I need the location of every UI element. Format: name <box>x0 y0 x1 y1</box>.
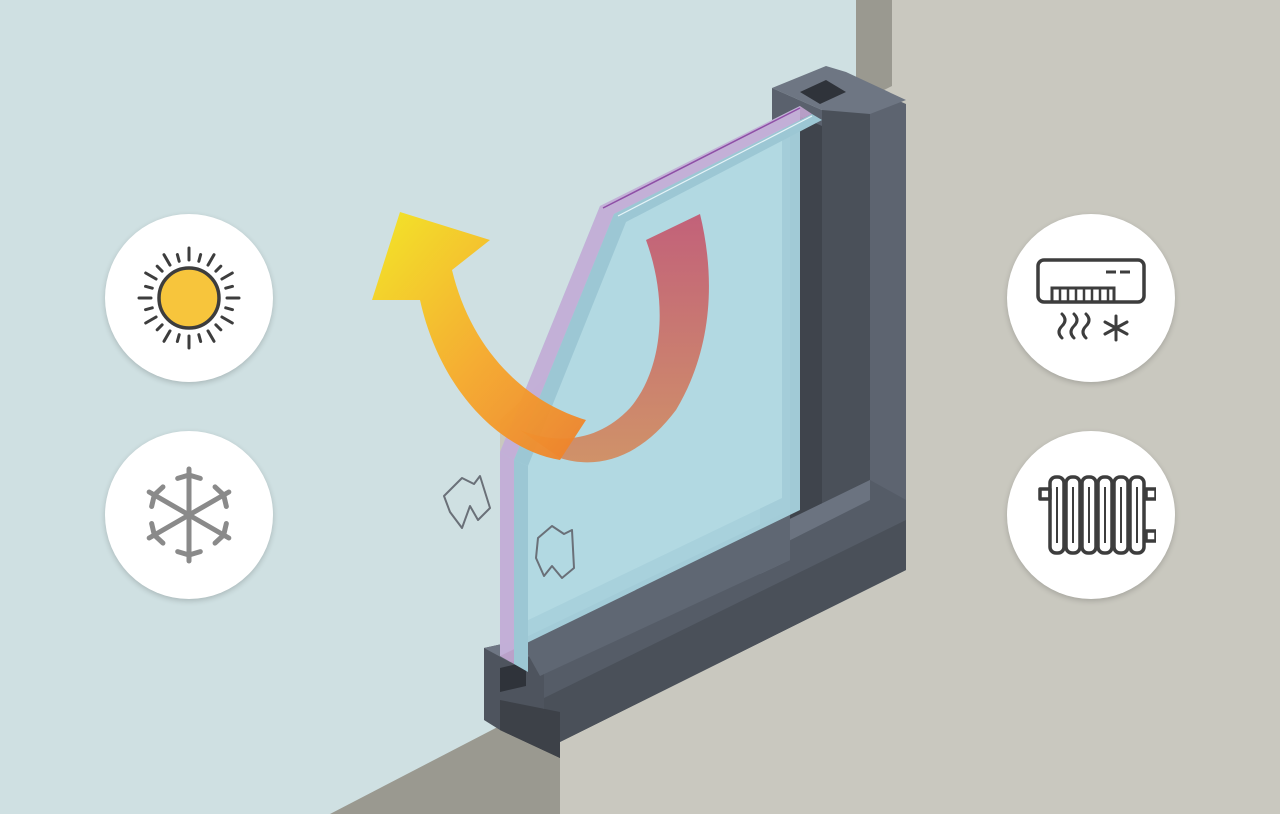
air-conditioner-badge <box>1007 214 1175 382</box>
wall-edge-top <box>856 0 892 104</box>
heat-ribbon-icon <box>520 214 709 463</box>
reflected-heat-arrow-icon <box>372 212 586 460</box>
air-conditioner-icon <box>1036 258 1146 342</box>
snowflake-icon <box>146 466 232 564</box>
radiator-badge <box>1007 431 1175 599</box>
convection-arrow-icon <box>443 475 575 579</box>
sun-icon <box>137 246 241 350</box>
floor-edge-light <box>560 540 1280 814</box>
radiator-icon <box>1038 475 1156 555</box>
sun-badge <box>105 214 273 382</box>
snowflake-badge <box>105 431 273 599</box>
floor-edge <box>330 705 560 814</box>
